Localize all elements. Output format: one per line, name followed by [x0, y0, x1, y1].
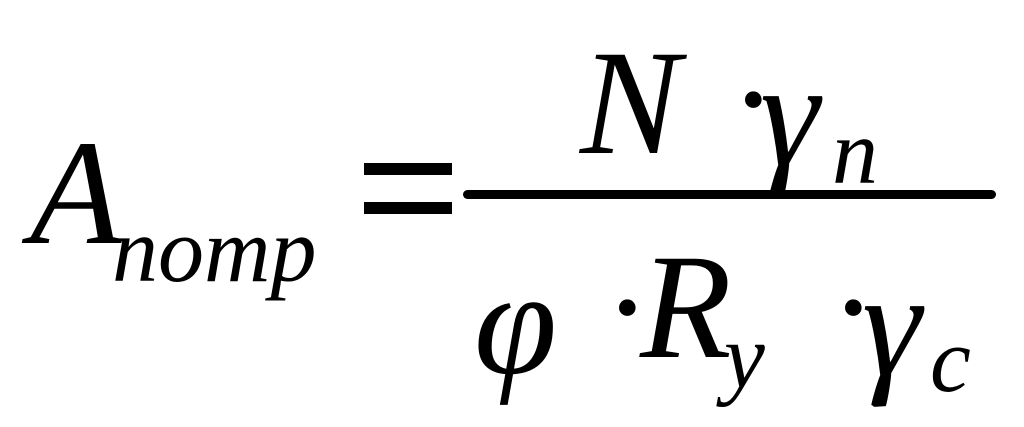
numerator-factor: γ — [760, 32, 820, 198]
numerator-dot: · — [730, 22, 777, 177]
denominator-dot-2: · — [830, 230, 877, 385]
lhs-symbol: A — [30, 110, 122, 276]
numerator-factor-subscript: n — [832, 101, 878, 203]
denominator-third: γ — [862, 242, 922, 408]
denominator-second-subscript: y — [724, 305, 765, 407]
numerator-symbol: N — [580, 20, 681, 186]
denominator-second: R — [640, 224, 732, 390]
fraction-bar — [463, 190, 996, 199]
denominator-dot-1: · — [604, 230, 651, 385]
denominator-third-subscript: c — [930, 309, 971, 411]
denominator-first: φ — [474, 240, 557, 406]
lhs-subscript: nomp — [112, 199, 317, 301]
